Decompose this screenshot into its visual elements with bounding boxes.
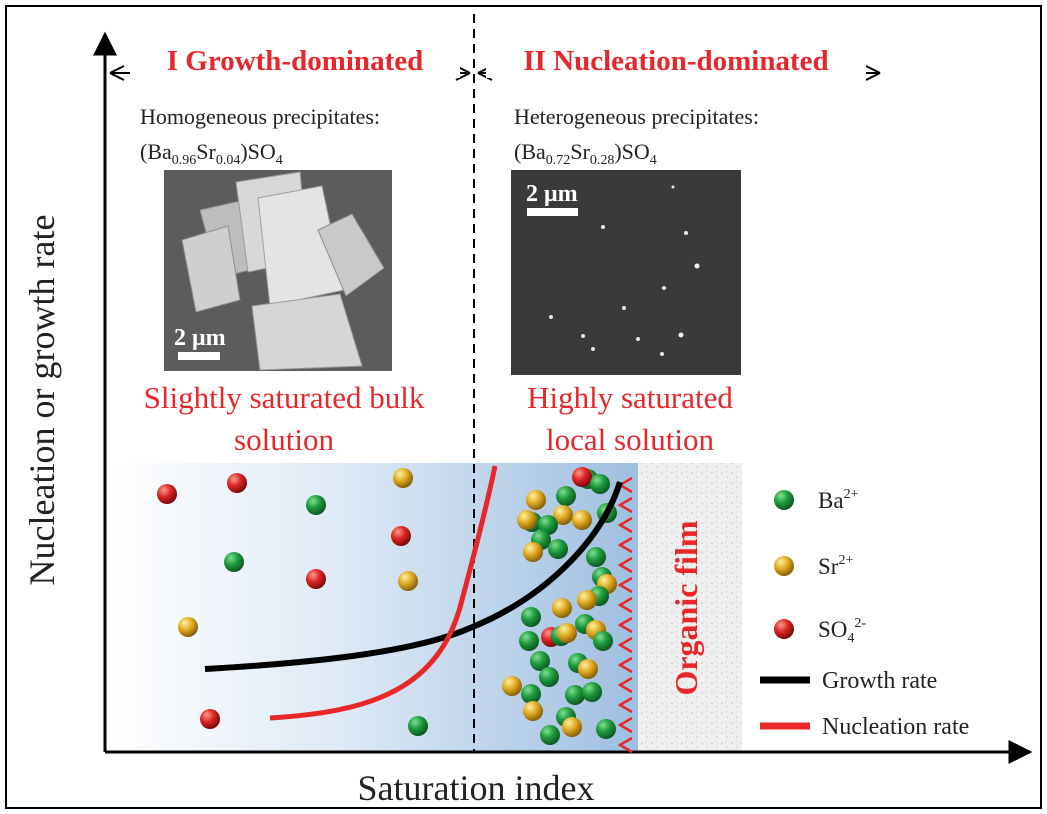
ba-ion (540, 725, 560, 745)
film-chevron (617, 516, 633, 534)
sr-ion (526, 490, 546, 510)
legend-sr-marker (774, 556, 794, 576)
ba-ion (408, 716, 428, 736)
sr-ion (517, 510, 537, 530)
sr-ion (502, 676, 522, 696)
film-boundary-chevrons (617, 476, 633, 754)
film-chevron (617, 616, 633, 634)
ba-ion (306, 495, 326, 515)
region-title-growth: I Growth-dominated (167, 45, 423, 77)
precipitate-label-left: Homogeneous precipitates: (140, 104, 380, 129)
ba-ion (224, 552, 244, 572)
so4-ion (157, 484, 177, 504)
sr-ion (572, 510, 592, 530)
film-chevron (617, 576, 633, 594)
ba-ion (586, 547, 606, 567)
precipitate-label-right: Heterogeneous precipitates: (514, 104, 759, 129)
legend-ba-label: Ba2+ (818, 487, 859, 513)
growth-rate-curve (204, 481, 623, 672)
x-axis-label: Saturation index (358, 768, 595, 808)
so4-ion (572, 467, 592, 487)
legend-growth-label: Growth rate (822, 668, 937, 694)
sem-image-right (511, 170, 741, 375)
ba-ion (521, 607, 541, 627)
formula-right: (Ba0.72Sr0.28)SO4 (514, 139, 657, 168)
solution-label-left-line2: solution (234, 422, 334, 457)
film-chevron (617, 656, 633, 674)
y-axis-label: Nucleation or growth rate (22, 215, 62, 586)
ba-ion (565, 685, 585, 705)
film-chevron (617, 696, 633, 714)
sr-ion (557, 623, 577, 643)
so4-ion (227, 473, 247, 493)
ba-ion (538, 515, 558, 535)
so4-ion (306, 569, 326, 589)
sr-ion (523, 701, 543, 721)
organic-film-region (638, 463, 742, 752)
solution-region (108, 463, 638, 752)
sr-ion (178, 617, 198, 637)
sr-ion (552, 598, 572, 618)
sr-ion (398, 571, 418, 591)
solution-label-left-line1: Slightly saturated bulk (144, 380, 425, 415)
film-chevron (617, 556, 633, 574)
film-chevron (617, 596, 633, 614)
formula-left: (Ba0.96Sr0.04)SO4 (140, 139, 283, 168)
ba-ion (582, 682, 602, 702)
ba-ion (548, 539, 568, 559)
ba-ion (519, 631, 539, 651)
ba-ion (590, 474, 610, 494)
sr-ion (393, 468, 413, 488)
ions-layer (157, 467, 617, 745)
sr-ion (523, 542, 543, 562)
region-title-nucleation: II Nucleation-dominated (523, 45, 828, 77)
solution-label-right-line2: local solution (546, 422, 714, 457)
film-chevron (617, 676, 633, 694)
organic-film-label: Organic film (668, 520, 704, 695)
nucleation-rate-curve (269, 465, 498, 721)
so4-ion (391, 526, 411, 546)
film-chevron (617, 716, 633, 734)
ba-ion (596, 719, 616, 739)
sr-ion (562, 717, 582, 737)
ba-ion (556, 486, 576, 506)
sr-ion (578, 659, 598, 679)
sr-ion (577, 590, 597, 610)
figure-border (5, 5, 1042, 809)
ba-ion (593, 631, 613, 651)
scale-bar-label-right: 2 μm (526, 181, 578, 207)
legend-sr-label: Sr2+ (818, 553, 853, 579)
legend-so4-marker (774, 619, 794, 639)
sr-ion (553, 505, 573, 525)
legend-so4-label: SO42- (818, 616, 866, 646)
film-chevron (617, 496, 633, 514)
ba-ion (539, 667, 559, 687)
film-chevron (617, 536, 633, 554)
legend: Ba2+ Sr2+ SO42- Growth rate Nucleation r… (760, 487, 969, 740)
solution-label-right-line1: Highly saturated (527, 380, 733, 415)
scale-bar-label-left: 2 μm (174, 325, 226, 351)
legend-nucleation-label: Nucleation rate (822, 714, 969, 740)
ba-ion (521, 684, 541, 704)
so4-ion (200, 709, 220, 729)
film-chevron (617, 636, 633, 654)
sem-image-left (164, 170, 392, 371)
ba-ion (530, 651, 550, 671)
film-chevron (617, 736, 633, 754)
legend-ba-marker (774, 490, 794, 510)
